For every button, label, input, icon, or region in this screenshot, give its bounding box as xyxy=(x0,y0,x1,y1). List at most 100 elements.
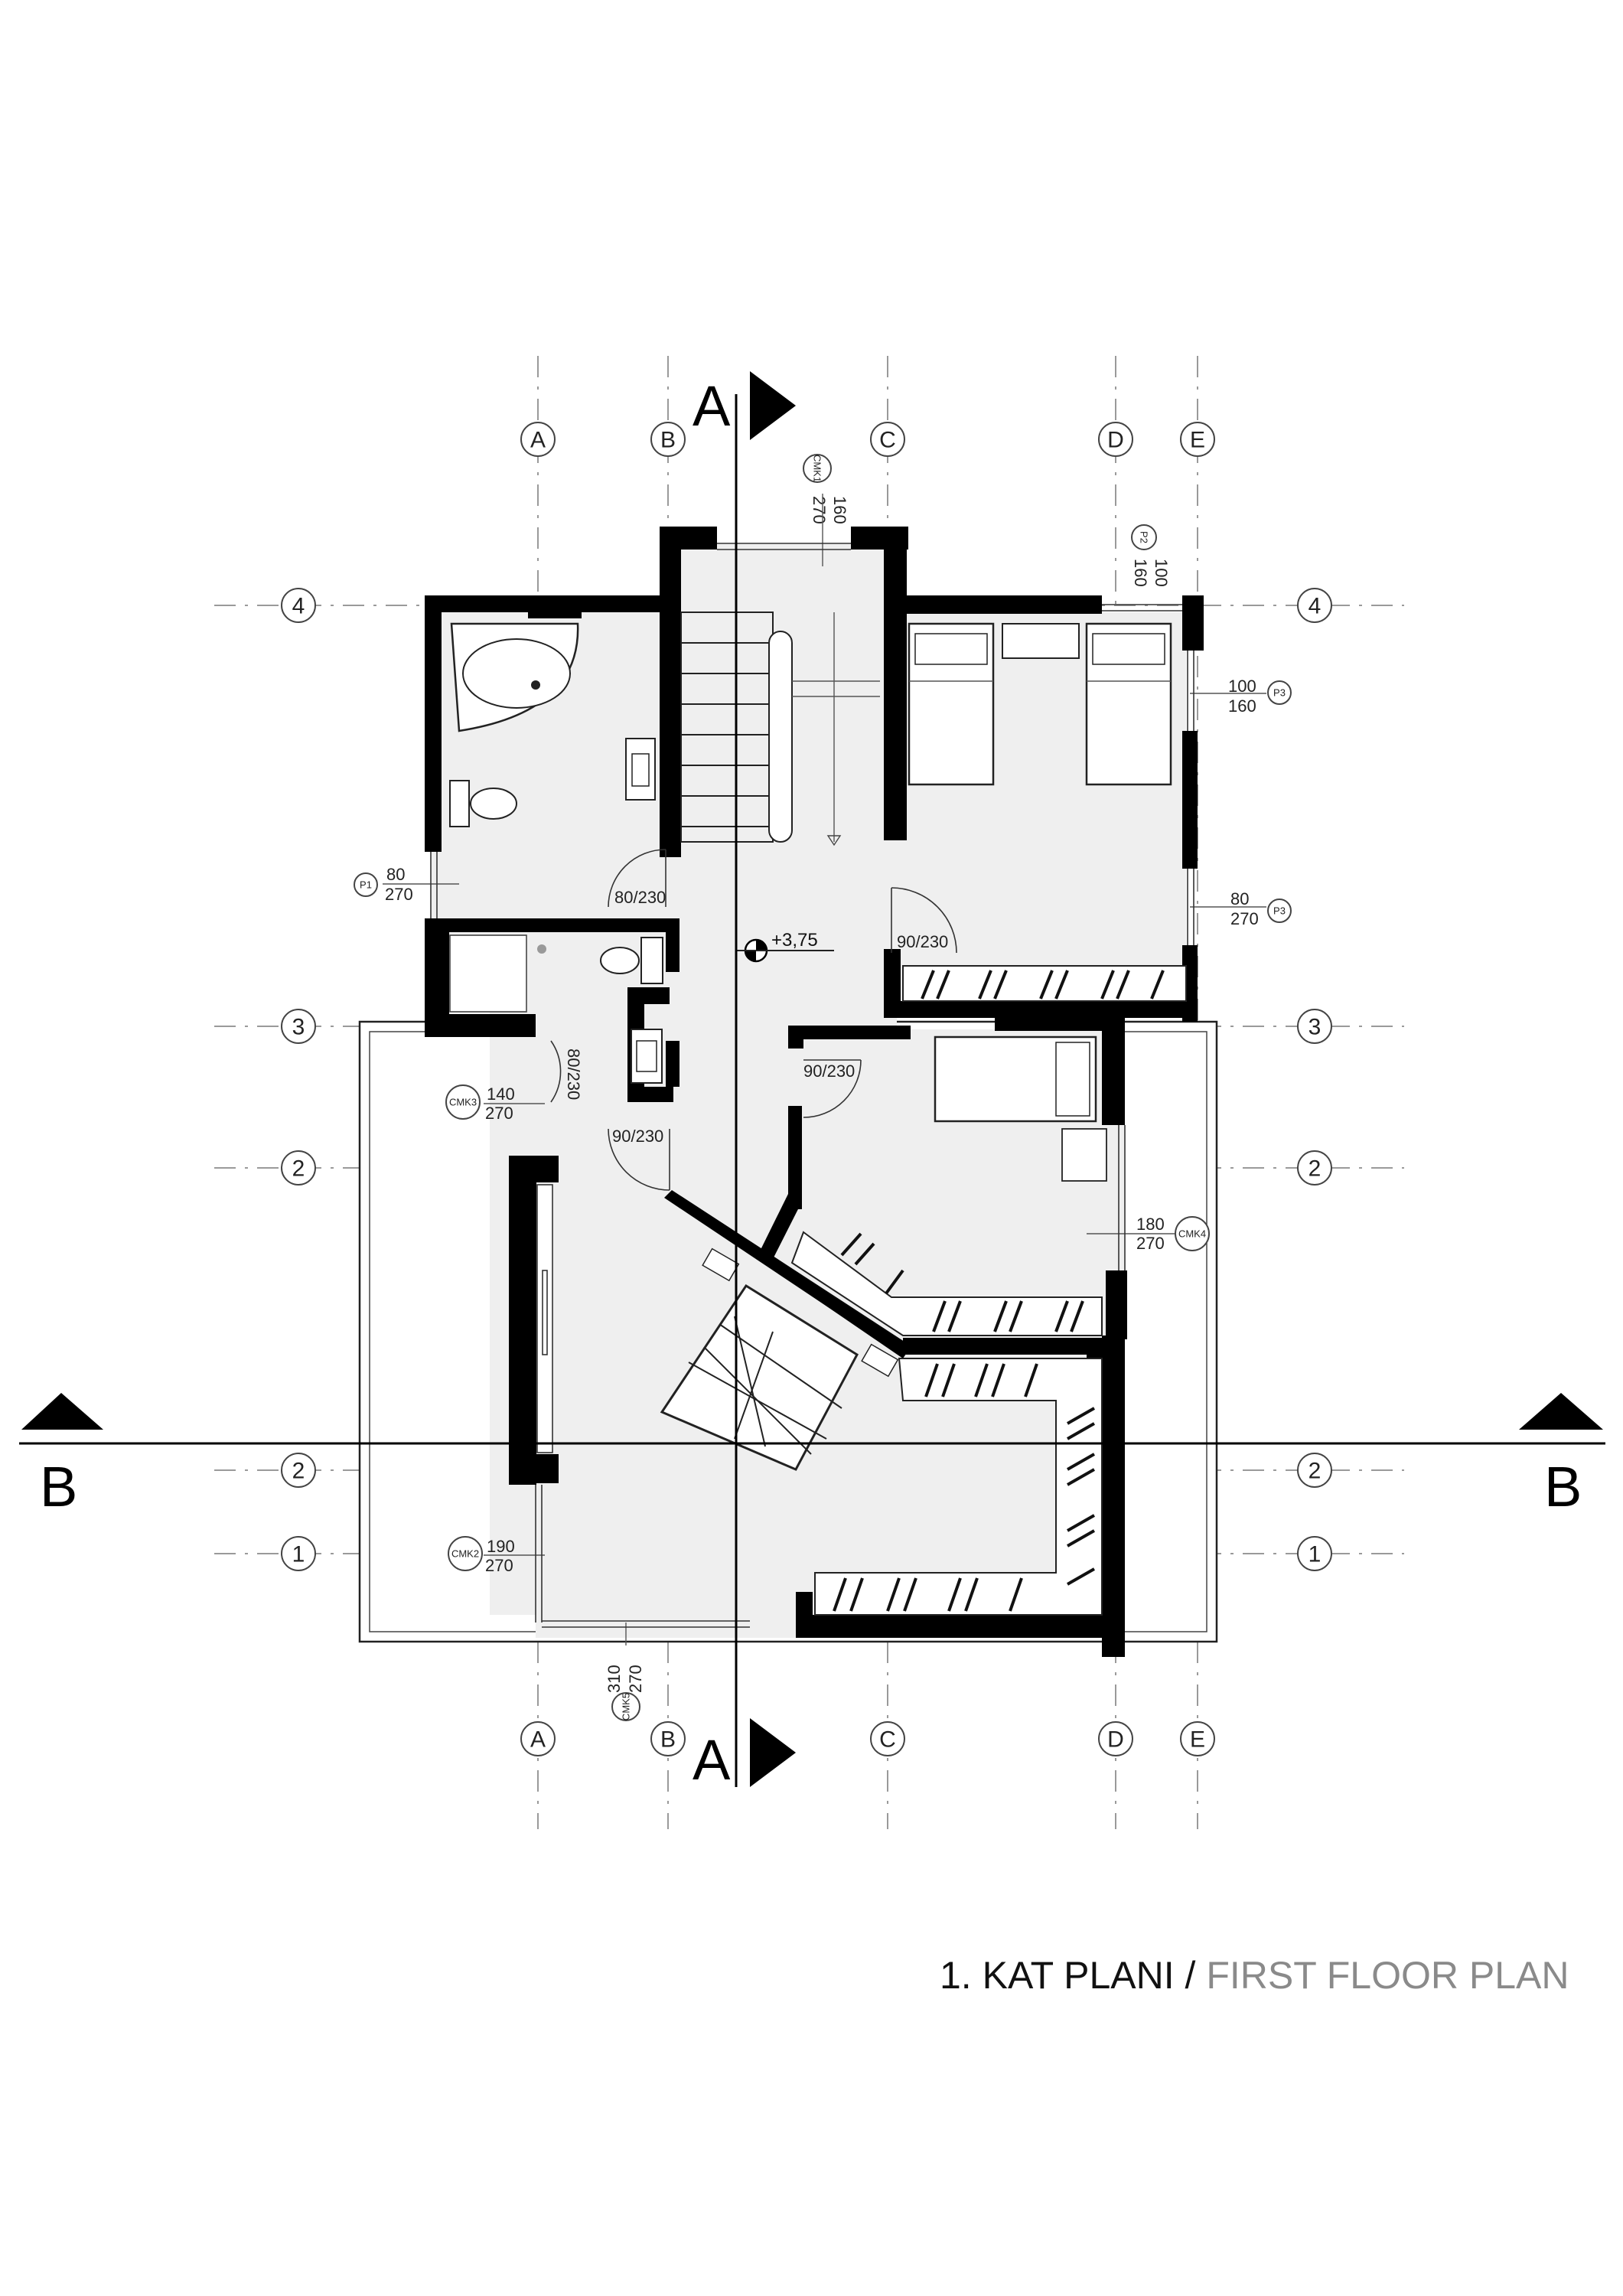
grid-bubble-2a-left: 2 xyxy=(281,1150,316,1186)
svg-text:A: A xyxy=(530,428,546,453)
svg-text:CMK5: CMK5 xyxy=(621,1693,632,1720)
svg-text:190: 190 xyxy=(487,1537,515,1556)
grid-bubble-2b-right: 2 xyxy=(1297,1453,1332,1488)
svg-text:180: 180 xyxy=(1136,1215,1165,1234)
wc-icon xyxy=(600,937,663,984)
svg-text:P3: P3 xyxy=(1273,687,1286,699)
second-sink-icon xyxy=(631,1029,663,1084)
door-label-1: 80/230 xyxy=(614,888,666,907)
door-label-2: 90/230 xyxy=(897,932,948,951)
grid-bubble-b-bottom: B xyxy=(650,1721,686,1756)
toilet-icon xyxy=(449,780,517,827)
svg-text:90/230: 90/230 xyxy=(803,1062,855,1081)
grid-bubble-4-left: 4 xyxy=(281,588,316,623)
grid-bubble-a-top: A xyxy=(520,422,556,457)
svg-text:270: 270 xyxy=(1230,909,1259,928)
svg-text:B: B xyxy=(660,1727,676,1753)
svg-text:270: 270 xyxy=(1136,1234,1165,1253)
section-label-b-right: B xyxy=(1544,1455,1582,1518)
svg-text:4: 4 xyxy=(1309,594,1322,619)
window-tag-p3-upper: 100 160 P3 xyxy=(1190,677,1292,716)
door-label-4: 90/230 xyxy=(803,1062,855,1081)
plan-title-separator: / xyxy=(1174,1954,1207,1997)
section-label-a-bottom: A xyxy=(693,1728,731,1792)
section-line-b xyxy=(19,1393,1605,1445)
single-bed-icon xyxy=(934,1035,1097,1123)
window-openings xyxy=(430,543,1194,1628)
svg-text:C: C xyxy=(879,1727,896,1753)
svg-text:2: 2 xyxy=(1309,1459,1322,1484)
svg-text:80/230: 80/230 xyxy=(614,888,666,907)
svg-text:D: D xyxy=(1107,428,1124,453)
svg-text:100: 100 xyxy=(1228,677,1256,696)
bathtub-icon xyxy=(450,622,579,732)
wardrobe-top-right xyxy=(902,965,1187,1002)
svg-text:CMK1: CMK1 xyxy=(812,455,823,482)
svg-text:E: E xyxy=(1190,428,1205,453)
grid-bubble-a-bottom: A xyxy=(520,1721,556,1756)
sink-icon xyxy=(625,738,656,801)
svg-text:90/230: 90/230 xyxy=(612,1127,663,1146)
svg-text:D: D xyxy=(1107,1727,1124,1753)
svg-text:2: 2 xyxy=(292,1156,305,1182)
grid-bubble-3-right: 3 xyxy=(1297,1009,1332,1044)
svg-text:2: 2 xyxy=(292,1459,305,1484)
wardrobe-middle xyxy=(790,1231,1103,1336)
svg-text:270: 270 xyxy=(485,1104,513,1123)
level-label: +3,75 xyxy=(771,930,818,951)
grid-bubble-1-left: 1 xyxy=(281,1536,316,1571)
level-marker-icon xyxy=(736,938,834,963)
grid-bubble-e-bottom: E xyxy=(1180,1721,1215,1756)
desk-icon xyxy=(1061,1128,1107,1182)
svg-text:270: 270 xyxy=(626,1665,645,1693)
window-tag-p3-lower: 80 270 P3 xyxy=(1190,889,1292,928)
shower-area xyxy=(449,934,546,1013)
section-line-a xyxy=(735,371,796,1787)
svg-text:160: 160 xyxy=(1131,559,1150,587)
svg-text:270: 270 xyxy=(810,496,829,524)
grid-bubble-2b-left: 2 xyxy=(281,1453,316,1488)
grid-bubble-1-right: 1 xyxy=(1297,1536,1332,1571)
svg-text:80: 80 xyxy=(1230,889,1249,908)
svg-text:3: 3 xyxy=(292,1015,305,1040)
svg-text:310: 310 xyxy=(605,1665,624,1693)
svg-text:E: E xyxy=(1190,1727,1205,1753)
svg-text:CMK4: CMK4 xyxy=(1178,1228,1206,1240)
svg-text:P1: P1 xyxy=(360,879,372,891)
svg-text:CMK2: CMK2 xyxy=(451,1548,479,1560)
svg-text:80: 80 xyxy=(386,865,405,884)
plan-title-sub: FIRST FLOOR PLAN xyxy=(1206,1954,1569,1997)
svg-text:1: 1 xyxy=(1309,1542,1322,1567)
twin-bed-right-icon xyxy=(1085,622,1172,786)
window-tag-cmk4: 180 270 CMK4 xyxy=(1087,1215,1210,1253)
svg-text:B: B xyxy=(660,428,676,453)
svg-text:2: 2 xyxy=(1309,1156,1322,1182)
grid-bubble-b-top: B xyxy=(650,422,686,457)
window-tag-cmk2: CMK2 190 270 xyxy=(448,1536,545,1575)
grid-bubble-e-top: E xyxy=(1180,422,1215,457)
door-label-3: 80/230 xyxy=(564,1049,583,1100)
window-tag-cmk3: CMK3 140 270 xyxy=(445,1084,545,1123)
grid-bubble-c-bottom: C xyxy=(870,1721,905,1756)
svg-text:P3: P3 xyxy=(1273,905,1286,917)
door-label-5: 90/230 xyxy=(612,1127,663,1146)
window-tag-p2: P2 100 160 xyxy=(1131,524,1171,587)
grid-bubble-4-right: 4 xyxy=(1297,588,1332,623)
svg-text:P2: P2 xyxy=(1139,531,1150,543)
window-tag-cmk1: CMK1 160 270 xyxy=(803,454,849,566)
svg-text:A: A xyxy=(530,1727,546,1753)
svg-text:4: 4 xyxy=(292,594,305,619)
grid-bubble-c-top: C xyxy=(870,422,905,457)
svg-text:270: 270 xyxy=(485,1556,513,1575)
double-bed-icon xyxy=(660,1247,899,1471)
svg-text:C: C xyxy=(879,428,896,453)
svg-text:160: 160 xyxy=(1228,696,1256,716)
svg-text:1: 1 xyxy=(292,1542,305,1567)
grid-bubble-2a-right: 2 xyxy=(1297,1150,1332,1186)
svg-text:90/230: 90/230 xyxy=(897,932,948,951)
grid-bubble-3-left: 3 xyxy=(281,1009,316,1044)
svg-text:100: 100 xyxy=(1152,559,1171,587)
window-tag-p1: P1 80 270 xyxy=(354,865,459,904)
svg-text:140: 140 xyxy=(487,1084,515,1104)
